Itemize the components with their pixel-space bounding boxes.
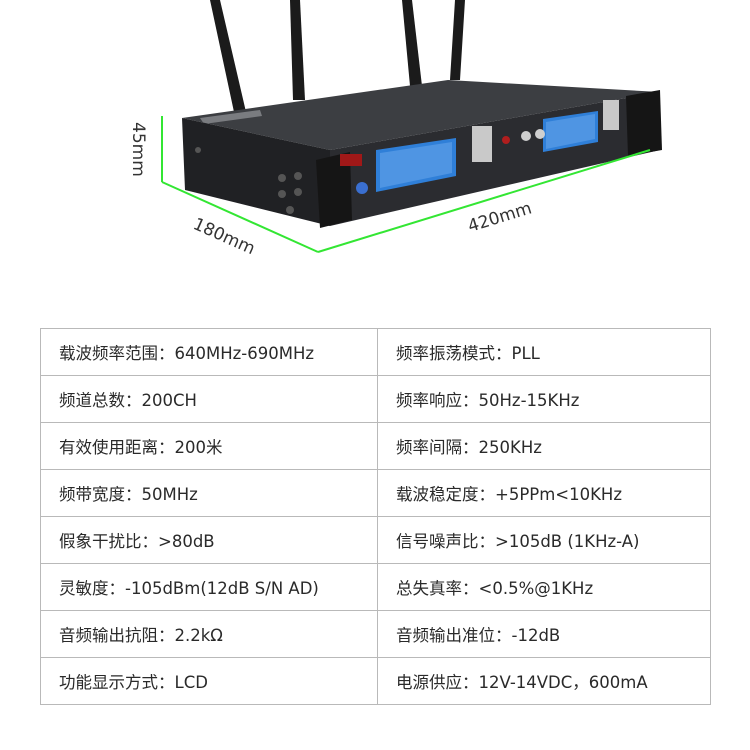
right-rack-handle [626,90,662,156]
center-knob [535,129,545,139]
spec-row: 有效使用距离：200米频率间隔：250KHz [40,422,711,470]
spec-cell: 功能显示方式：LCD [40,657,378,705]
receiver-top [182,80,660,150]
spec-cell: 频道总数：200CH [40,375,378,423]
receiver-side [182,118,330,226]
spec-cell: 频率响应：50Hz-15KHz [377,375,711,423]
button-cluster-left [472,126,492,162]
antenna-3 [402,0,422,86]
center-knob [521,131,531,141]
button-cluster-right [603,100,619,130]
side-jack [278,190,286,198]
spec-cell: 音频输出准位：-12dB [377,610,711,658]
spec-row: 灵敏度：-105dBm(12dB S/N AD)总失真率：<0.5%@1KHz [40,563,711,611]
spec-cell: 假象干扰比：>80dB [40,516,378,564]
receiver-illustration: 45mm 180mm 420mm [128,0,662,259]
spec-cell: 载波稳定度：+5PPm<10KHz [377,469,711,517]
depth-dimension-line [161,181,319,253]
height-dimension-label: 45mm [128,122,148,177]
side-screw [195,147,201,153]
spec-cell: 频带宽度：50MHz [40,469,378,517]
spec-cell: 有效使用距离：200米 [40,422,378,470]
side-jack [294,188,302,196]
spec-cell: 电源供应：12V-14VDC，600mA [377,657,711,705]
antenna-1 [210,0,246,112]
spec-cell: 载波频率范围：640MHz-690MHz [40,328,378,376]
side-jack [294,172,302,180]
antenna-2 [290,0,305,100]
spec-cell: 总失真率：<0.5%@1KHz [377,563,711,611]
spec-cell: 信号噪声比：>105dB (1KHz-A) [377,516,711,564]
center-indicator [502,136,510,144]
spec-cell: 频率间隔：250KHz [377,422,711,470]
power-indicator [340,154,362,166]
dimension-lines [161,116,651,253]
side-jack [278,174,286,182]
volume-knob-left [356,182,368,194]
product-figure: 45mm 180mm 420mm [0,0,750,310]
antenna-4 [450,0,465,80]
spec-cell: 频率振荡模式：PLL [377,328,711,376]
spec-cell: 灵敏度：-105dBm(12dB S/N AD) [40,563,378,611]
top-label-plate [200,110,262,124]
side-jack [286,206,294,214]
antennas [210,0,465,112]
spec-cell: 音频输出抗阻：2.2kΩ [40,610,378,658]
left-rack-handle [316,152,352,228]
width-dimension-line [317,149,651,253]
